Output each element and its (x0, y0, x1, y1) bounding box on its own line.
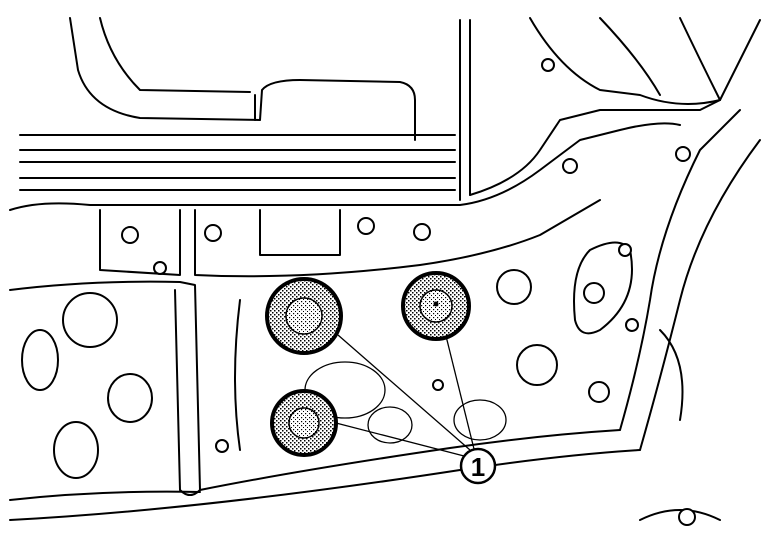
upper-structure (19, 17, 761, 201)
mounting-holes (21, 58, 696, 526)
leader-lines (335, 334, 475, 457)
callout-1: 1 (459, 447, 497, 485)
plug-upper-right (401, 271, 471, 341)
callout-label: 1 (471, 452, 485, 482)
plug-lower (270, 389, 338, 457)
plug-upper-left (265, 277, 343, 355)
lower-panel (9, 109, 761, 521)
